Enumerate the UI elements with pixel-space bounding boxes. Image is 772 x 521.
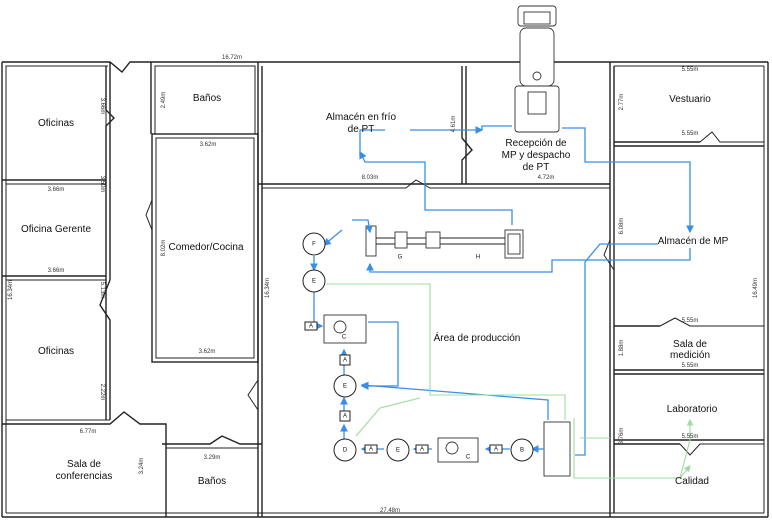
process-flow-lines — [310, 125, 694, 456]
node-f — [302, 232, 326, 256]
dim-comedor-h: 3.62m — [199, 349, 216, 355]
machine-c-bottom-drum — [445, 441, 459, 455]
node-a-3-label: A — [343, 414, 347, 420]
room-comedor: Comedor/Cocina — [168, 242, 243, 253]
dim-ofi1-v: 3.66m — [99, 98, 105, 115]
machine-g-label: G — [398, 255, 403, 261]
dim-med-h: 5.55m — [682, 363, 699, 369]
room-recepcion-3: de PT — [523, 162, 550, 173]
room-oficinas-top: Oficinas — [38, 118, 74, 129]
room-sala-conferencias-2: conferencias — [56, 471, 113, 482]
node-a-6 — [489, 444, 503, 454]
room-area-produccion: Área de producción — [434, 331, 521, 344]
reception-table — [543, 421, 571, 477]
room-almacen-frio-1: Almacén en frío — [326, 112, 396, 123]
dim-vest-top: 5.55m — [682, 67, 699, 73]
room-recepcion-2: MP y despacho — [502, 150, 571, 161]
dim-left-total: 16.34m — [8, 280, 14, 300]
dim-banos-v: 2.49m — [161, 92, 167, 109]
dim-ofi-h1: 3.66m — [48, 187, 65, 193]
dim-conf-h: 6.77m — [80, 429, 97, 435]
room-recepcion-1: Recepción de — [505, 138, 567, 149]
top-storage-walls — [258, 62, 615, 517]
dim-banos-h: 3.62m — [200, 142, 217, 148]
dim-lab-v: 3.76m — [619, 428, 625, 445]
room-oficinas-bottom: Oficinas — [38, 346, 74, 357]
room-sala-conferencias-1: Sala de — [67, 459, 101, 470]
room-oficina-gerente: Oficina Gerente — [21, 224, 91, 235]
dim-frio-v: 4.61m — [451, 116, 457, 133]
dim-comedor-v: 8.02m — [161, 240, 167, 257]
node-a-5 — [415, 444, 429, 454]
room-almacen-mp: Almacén de MP — [658, 236, 729, 247]
dim-med-v: 1.88m — [619, 340, 625, 357]
node-e3-label: E — [396, 448, 400, 454]
node-a-6-label: A — [494, 447, 498, 453]
machine-c-top-drum — [333, 320, 347, 334]
dim-prod-v: 16.34m — [265, 278, 271, 298]
room-banos-bottom: Baños — [198, 476, 226, 487]
process-nodes: F E E E D B A A A A A A C C G H — [302, 232, 534, 462]
dim-right-total: 16.49m — [753, 278, 759, 298]
node-e3 — [386, 438, 410, 462]
node-b-label: B — [520, 448, 524, 454]
dimension-labels: 16.72m 27.48m 3.66m 3.66m 3.66m 3.50m 2.… — [8, 55, 759, 514]
room-sala-medicion-1: Sala de — [673, 339, 707, 350]
room-sala-medicion-2: medición — [670, 350, 710, 361]
dim-top-width: 16.72m — [222, 55, 242, 61]
dim-conf-v: 3.24m — [139, 458, 145, 475]
room-calidad: Calidad — [675, 476, 709, 487]
node-e1-label: E — [312, 279, 316, 285]
node-a-2 — [339, 354, 351, 366]
dim-vest-v: 2.77m — [619, 94, 625, 111]
dim-right-v: 6.08m — [619, 218, 625, 235]
room-laboratorio: Laboratorio — [667, 404, 718, 415]
node-a-4-label: A — [369, 447, 373, 453]
node-a-2-label: A — [343, 358, 347, 364]
dim-ofi-h2: 3.66m — [48, 268, 65, 274]
room-almacen-frio-2: de PT — [348, 124, 375, 135]
node-a-1-label: A — [309, 324, 313, 330]
room-banos-top: Baños — [193, 93, 221, 104]
truck — [514, 5, 560, 133]
dim-ofi-v4: 5.13m — [99, 282, 105, 299]
node-e2-label: E — [343, 384, 347, 390]
node-a-5-label: A — [420, 447, 424, 453]
node-e2 — [333, 374, 357, 398]
node-a-3 — [339, 410, 351, 422]
left-offices-walls — [2, 62, 167, 517]
dim-bottom-width: 27.48m — [380, 508, 400, 514]
dim-recep-h: 4.72m — [538, 175, 555, 181]
dim-frio-h: 8.03m — [362, 175, 379, 181]
node-d — [333, 438, 357, 462]
room-vestuario: Vestuario — [669, 94, 711, 105]
room-labels: Oficinas Oficina Gerente Oficinas Sala d… — [21, 93, 729, 487]
node-f-label: F — [312, 242, 316, 248]
right-rooms-walls — [614, 131, 764, 456]
machine-h-label: H — [476, 255, 480, 261]
machine-c-bottom-label: C — [466, 455, 471, 461]
node-b — [510, 438, 534, 462]
dim-ofi-v2: 3.50m — [99, 176, 105, 193]
node-a-4 — [364, 444, 378, 454]
dim-ofi-v3: 2.22m — [99, 384, 105, 401]
node-a-1 — [304, 321, 318, 331]
dim-banos2-h: 3.29m — [204, 455, 221, 461]
node-d-label: D — [343, 448, 348, 454]
dim-vest-h: 5.55m — [682, 131, 699, 137]
dim-mp-h: 5.55m — [682, 318, 699, 324]
dim-lab-h: 5.55m — [682, 434, 699, 440]
secondary-flow-lines — [326, 283, 694, 479]
middle-rooms-walls — [145, 62, 263, 517]
machine-c-top-label: C — [342, 335, 347, 341]
node-e1 — [302, 269, 326, 293]
conveyor-line — [365, 225, 524, 259]
